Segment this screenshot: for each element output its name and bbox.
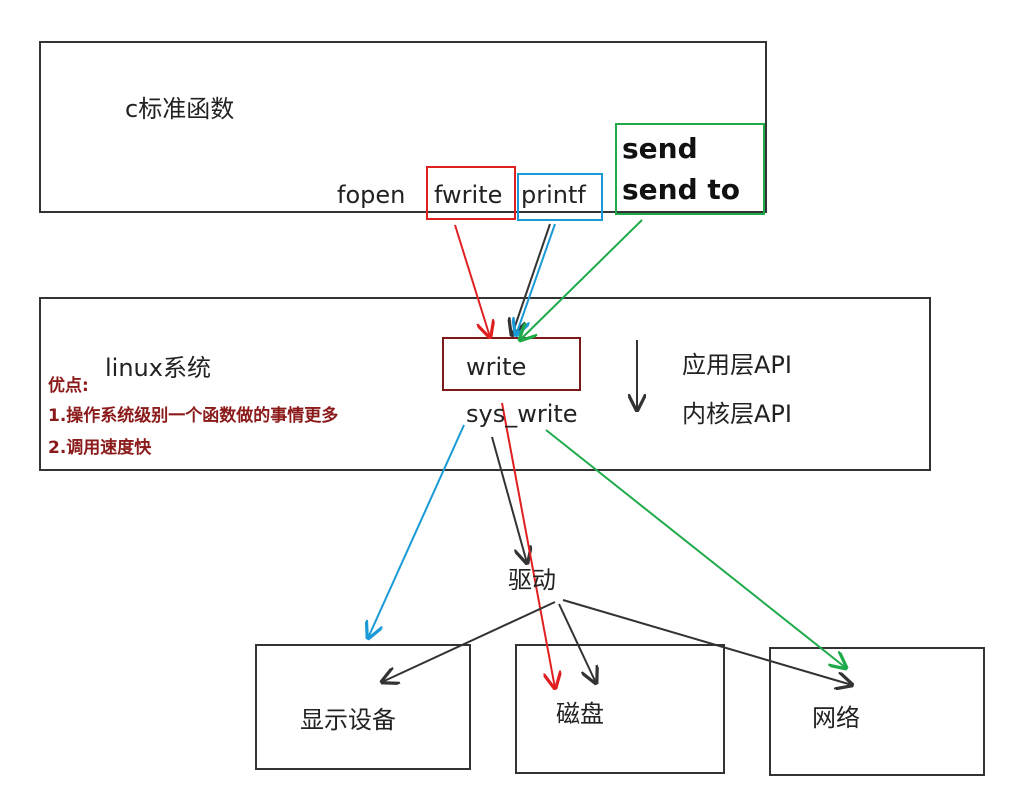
fopen-label: fopen: [337, 181, 406, 209]
kernel-layer-api-label: 内核层API: [682, 400, 792, 428]
printf-to-write-arrow-blue: [516, 223, 556, 335]
sys-write-to-display-arrow: [368, 424, 465, 638]
linux-system-box: [39, 297, 931, 471]
display-device-label: 显示设备: [300, 706, 396, 734]
advantage-item-2: 2.调用速度快: [48, 438, 152, 458]
send-to-label: send to: [622, 173, 741, 206]
sys-write-label: sys_write: [466, 400, 578, 428]
linux-system-title: linux系统: [105, 354, 211, 382]
driver-to-disk-arrow: [558, 603, 596, 683]
printf-label: printf: [521, 181, 586, 209]
sys-write-to-driver-arrow: [491, 436, 527, 563]
fwrite-to-write-arrow: [454, 224, 490, 337]
printf-to-write-arrow-dark: [512, 223, 551, 335]
app-layer-api-label: 应用层API: [682, 351, 792, 379]
fwrite-label: fwrite: [434, 181, 503, 209]
send-highlight-box: [615, 123, 765, 215]
display-device-box: [255, 644, 471, 770]
disk-device-box: [515, 644, 725, 774]
c-standard-functions-box: [39, 41, 767, 213]
network-device-box: [769, 647, 985, 776]
advantage-item-1: 1.操作系统级别一个函数做的事情更多: [48, 406, 339, 426]
sys-write-to-disk-arrow: [501, 402, 555, 688]
driver-label: 驱动: [508, 566, 556, 594]
advantages-heading: 优点:: [48, 376, 89, 396]
disk-device-label: 磁盘: [556, 700, 604, 728]
c-standard-functions-title: c标准函数: [125, 95, 235, 123]
write-label: write: [466, 353, 527, 381]
driver-to-display-arrow: [382, 601, 556, 682]
send-to-write-arrow: [520, 219, 643, 340]
send-label: send: [622, 132, 698, 165]
driver-to-network-arrow: [562, 599, 852, 685]
network-device-label: 网络: [812, 704, 860, 732]
fwrite-highlight-box: [426, 166, 516, 220]
printf-highlight-box: [517, 173, 603, 221]
sys-write-to-network-arrow: [545, 429, 846, 668]
